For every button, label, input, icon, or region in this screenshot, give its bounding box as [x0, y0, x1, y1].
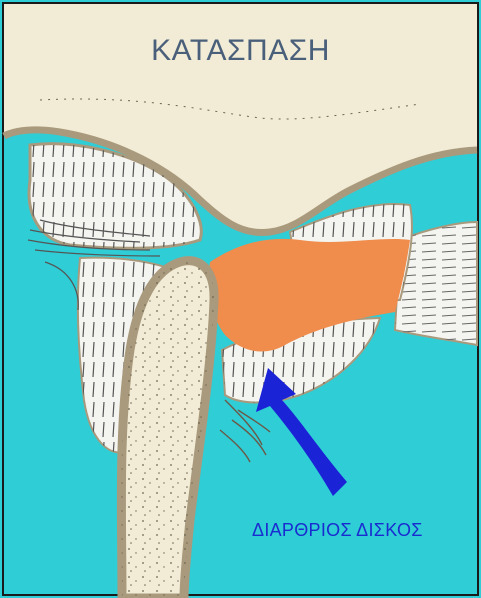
diagram-title: ΚΑΤΑΣΠΑΣΗ	[0, 34, 481, 68]
articular-disc-label: ΔΙΑΡΘΡΙΟΣ ΔΙΣΚΟΣ	[252, 520, 423, 541]
